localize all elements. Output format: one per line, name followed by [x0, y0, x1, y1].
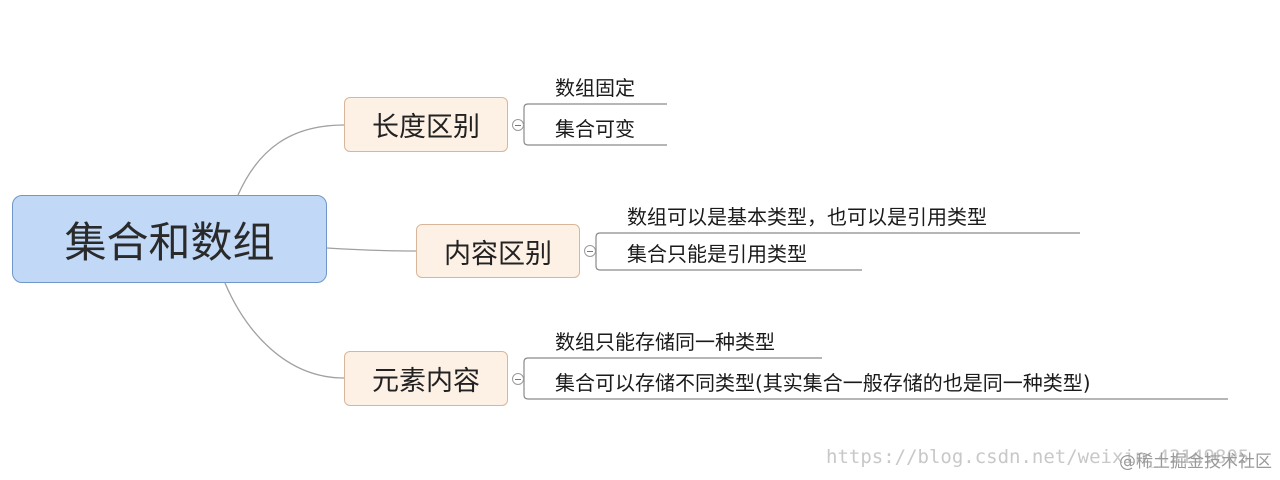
collapse-toggle-icon[interactable]	[512, 119, 524, 131]
watermark-url: https://blog.csdn.net/weixin_42149805	[826, 446, 1250, 468]
leaf-array-fixed[interactable]: 数组固定	[555, 76, 635, 100]
connector-root-to-content	[326, 247, 417, 252]
branch-node-content[interactable]: 内容区别	[416, 224, 580, 278]
bracket-length	[523, 103, 667, 146]
branch-node-length[interactable]: 长度区别	[344, 97, 508, 152]
leaf-collection-diff-types[interactable]: 集合可以存储不同类型(其实集合一般存储的也是同一种类型)	[555, 371, 1091, 395]
collapse-toggle-icon[interactable]	[584, 245, 596, 257]
branch-label-length: 长度区别	[372, 112, 480, 143]
connector-root-to-length	[237, 124, 345, 196]
bracket-content	[595, 232, 1080, 271]
leaf-collection-reference-only[interactable]: 集合只能是引用类型	[627, 242, 807, 266]
leaf-array-types[interactable]: 数组可以是基本类型，也可以是引用类型	[627, 205, 987, 229]
collapse-toggle-icon[interactable]	[512, 373, 524, 385]
watermark-brand: @稀土掘金技术社区	[1119, 452, 1272, 472]
branch-label-content: 内容区别	[444, 238, 552, 270]
connector-root-to-element	[224, 282, 345, 379]
leaf-collection-variable[interactable]: 集合可变	[555, 117, 635, 141]
leaf-array-same-type[interactable]: 数组只能存储同一种类型	[555, 330, 775, 354]
branch-node-element[interactable]: 元素内容	[344, 351, 508, 406]
root-node[interactable]: 集合和数组	[12, 195, 327, 283]
bracket-element	[523, 357, 1228, 400]
root-label: 集合和数组	[64, 217, 275, 267]
branch-label-element: 元素内容	[372, 366, 480, 397]
